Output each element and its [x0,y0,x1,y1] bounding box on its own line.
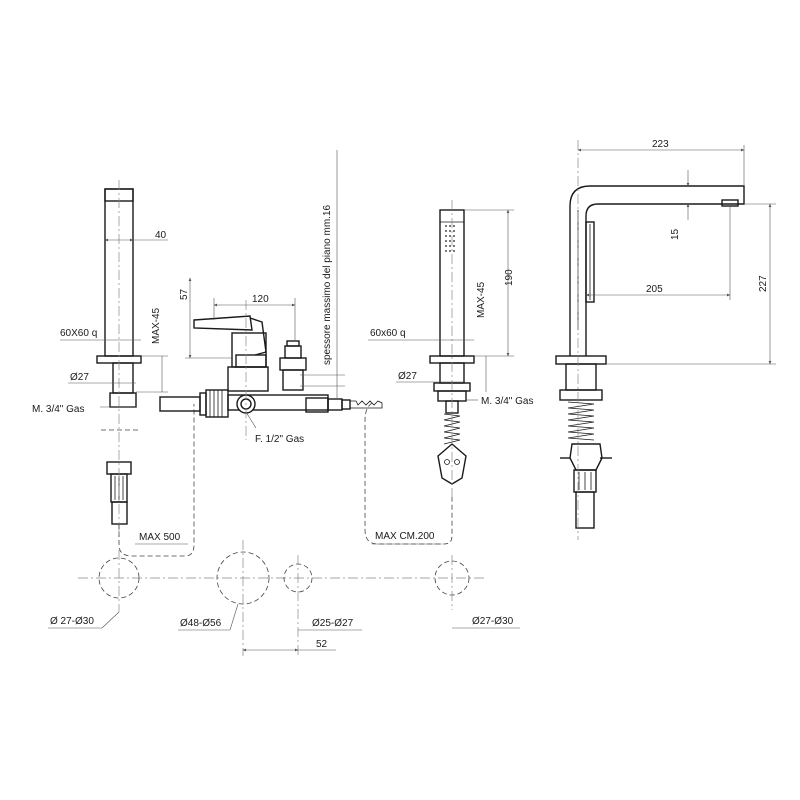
shower-hose [364,402,453,545]
shower-dimensions: 190 MAX-45 60x60 q Ø27 M. 3/4" Gas [368,209,533,407]
spout-hose [118,404,195,557]
mixer-dimensions: 120 57 F. 1/2" Gas spessore massimo del … [179,150,345,445]
deck-holes [78,540,486,656]
spout-height-label: MAX-45 [151,307,162,344]
side-reach-label: 223 [652,139,669,150]
shower-base-size-label: 60x60 q [370,328,406,339]
mixer-height-label: 57 [179,288,190,300]
side-dimensions: 223 205 15 227 [577,139,776,365]
hand-shower [429,200,475,500]
side-height-label: 227 [758,275,769,292]
shower-thread-label: M. 3/4" Gas [481,396,533,407]
mixer-width-label: 120 [252,294,269,305]
shower-diameter-label: Ø27 [398,371,417,382]
hole-3-label: Ø25-Ø27 [312,618,354,629]
spout-diameter-label: Ø27 [70,372,89,383]
hole-4-label: Ø27-Ø30 [472,616,514,627]
side-inner-label: 205 [646,284,663,295]
spout-front-view [96,180,142,540]
shower-length-label: 190 [504,269,515,286]
shower-nozzle-dots [445,225,455,252]
hose-shower-label: MAX CM.200 [375,531,435,542]
hole-dimensions: Ø 27-Ø30 Ø48-Ø56 Ø25-Ø27 Ø27-Ø30 52 [48,603,520,652]
mixer-thread-label: F. 1/2" Gas [255,434,304,445]
deck-thickness-label: spessore massimo del piano mm.16 [322,204,333,365]
hole-spacing-label: 52 [316,639,328,650]
spout-width-label: 40 [155,230,167,241]
spout-base-size-label: 60X60 q [60,328,97,339]
spout-dimensions: 40 60X60 q MAX-45 Ø27 M. 3/4" Gas [32,230,168,415]
hole-1-circle [98,557,140,599]
hole-2-label: Ø48-Ø56 [180,618,222,629]
hose-spout-label: MAX 500 [139,532,181,543]
side-drop-label: 15 [670,228,681,240]
spout-thread-label: M. 3/4" Gas [32,404,84,415]
shower-height-label: MAX-45 [476,281,487,318]
mixer-body [159,300,383,440]
spout-side-view [555,140,745,540]
hole-1-label: Ø 27-Ø30 [50,616,94,627]
